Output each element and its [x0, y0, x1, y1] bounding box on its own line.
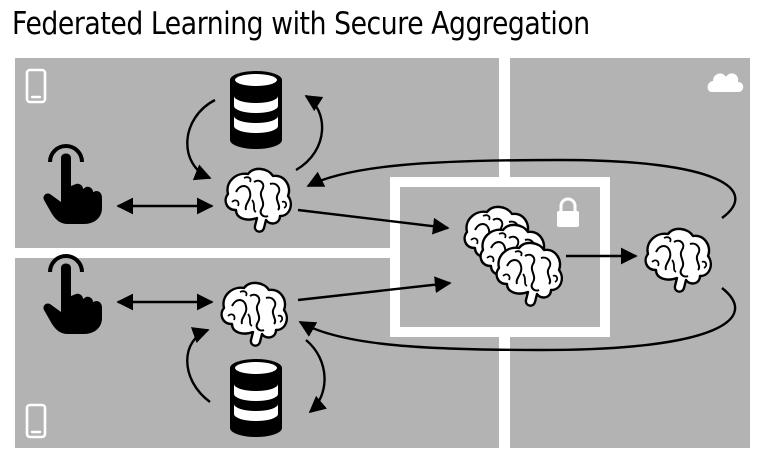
- broadcast-arrow-bottom: [298, 287, 737, 352]
- upload-arrow-bottom: [297, 276, 452, 302]
- train-loop-top-right: [295, 94, 324, 172]
- train-loop-top-left: [186, 98, 216, 181]
- lock-icon: [557, 197, 579, 227]
- database-icon: [230, 71, 282, 149]
- train-loop-bottom-left: [186, 327, 211, 403]
- broadcast-arrow-top: [306, 158, 737, 219]
- database-icon: [230, 359, 282, 437]
- diagram-title: Federated Learning with Secure Aggregati…: [12, 6, 590, 42]
- train-loop-bottom-right: [305, 339, 327, 414]
- upload-arrow-top: [297, 208, 450, 235]
- cloud-icon: [707, 73, 744, 92]
